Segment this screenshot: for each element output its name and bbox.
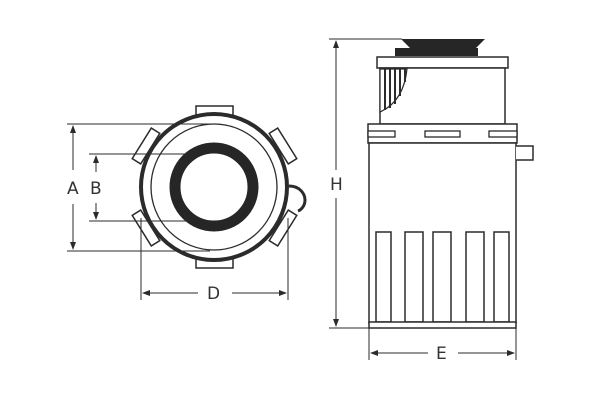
dimension-label-a: A — [67, 179, 79, 199]
side-view — [367, 39, 534, 329]
side-outlet — [516, 145, 534, 161]
top-view — [131, 105, 307, 269]
dimension-d — [140, 218, 289, 300]
dimension-h — [329, 38, 402, 329]
lid-plate — [376, 56, 509, 69]
dimension-e — [368, 328, 517, 360]
base-plate — [368, 321, 517, 329]
dimension-label-h: H — [330, 175, 343, 195]
main-body — [368, 142, 517, 324]
gasket-ring — [169, 142, 259, 232]
dimension-a — [67, 123, 210, 252]
dimension-label-b: B — [90, 179, 102, 199]
top-cap — [395, 39, 485, 56]
outer-ring — [139, 112, 289, 262]
mounting-tabs — [131, 105, 298, 269]
cutaway-stripes — [379, 68, 408, 113]
side-hook — [288, 184, 307, 213]
dimension-b — [89, 153, 186, 222]
dimension-label-d: D — [207, 284, 220, 304]
dimension-label-e: E — [436, 344, 447, 364]
inner-ring — [150, 123, 278, 251]
